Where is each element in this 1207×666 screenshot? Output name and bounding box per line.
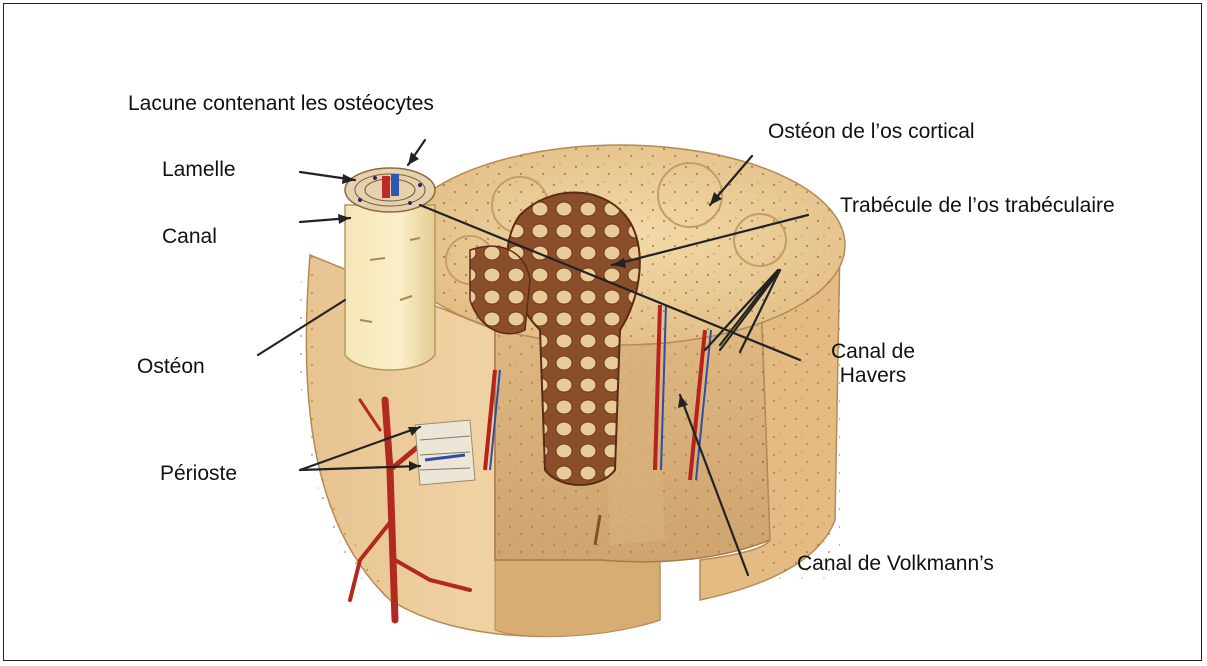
label-havers-line2: Havers (808, 364, 938, 388)
label-havers-line1: Canal de (808, 340, 938, 364)
label-volkmann: Canal de Volkmann’s (797, 552, 994, 576)
label-lacune: Lacune contenant les ostéocytes (128, 92, 434, 116)
label-havers: Canal de Havers (808, 340, 938, 388)
label-osteon-cortical: Ostéon de l’os cortical (768, 120, 975, 144)
label-trabecule: Trabécule de l’os trabéculaire (840, 194, 1115, 218)
osteon-cylinder (345, 168, 435, 370)
label-perioste: Périoste (160, 462, 237, 486)
label-osteon: Ostéon (137, 355, 205, 379)
label-canal: Canal (162, 225, 217, 249)
periosteum (415, 420, 475, 485)
label-lamelle: Lamelle (162, 158, 236, 182)
